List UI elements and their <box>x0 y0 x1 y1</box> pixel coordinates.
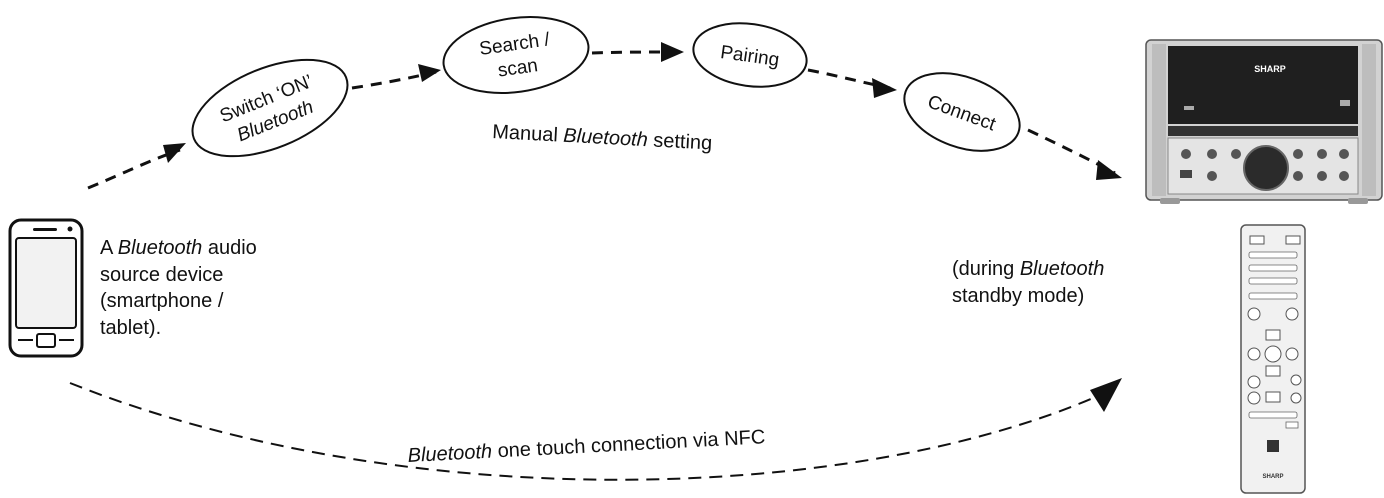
manual-flow-arrowheads <box>163 42 1122 180</box>
svg-text:(smartphone /: (smartphone / <box>100 290 224 312</box>
step-switch-on: Switch ‘ON’ Bluetooth <box>191 58 349 158</box>
svg-text:tablet).: tablet). <box>100 317 161 339</box>
arrow-pairing-to-connect <box>807 68 891 90</box>
remote-brand-logo: SHARP <box>1262 474 1283 480</box>
arrow-phone-to-switch-on <box>87 148 181 190</box>
step-ellipse <box>903 72 1021 152</box>
standby-mode-label: (during Bluetooth standby mode) <box>952 258 1104 307</box>
smartphone-icon <box>8 218 84 358</box>
speaker-system: SHARP <box>1145 39 1383 204</box>
arrowhead-connect <box>872 78 897 98</box>
step-connect: Connect <box>903 72 1021 152</box>
svg-text:A Bluetooth audio: A Bluetooth audio <box>100 237 257 259</box>
step-pairing: Pairing <box>692 22 808 88</box>
remote-control: SHARP <box>1240 224 1306 494</box>
step-ellipse <box>191 58 349 158</box>
arrowhead-pairing <box>661 42 684 62</box>
step-ellipse <box>442 15 590 95</box>
svg-text:standby mode): standby mode) <box>952 285 1084 307</box>
nfc-arrow <box>69 382 1101 481</box>
source-device-description: A Bluetooth audio source device (smartph… <box>100 237 257 339</box>
step-ellipse <box>692 22 808 88</box>
arrowhead-speaker <box>1096 160 1122 180</box>
nfc-connection-label: Bluetooth one touch connection via NFC <box>407 426 766 467</box>
arrowhead-switch-on <box>163 143 186 163</box>
arrowhead-search <box>418 64 441 82</box>
speaker-brand-logo: SHARP <box>1254 64 1286 74</box>
svg-text:source device: source device <box>100 264 223 286</box>
nfc-arrowhead <box>1090 378 1122 412</box>
step-search-scan: Search / scan <box>442 15 590 95</box>
arrow-connect-to-speaker <box>1027 128 1116 175</box>
svg-text:(during Bluetooth: (during Bluetooth <box>952 258 1104 280</box>
manual-setting-label: Manual Bluetooth setting <box>492 121 713 154</box>
